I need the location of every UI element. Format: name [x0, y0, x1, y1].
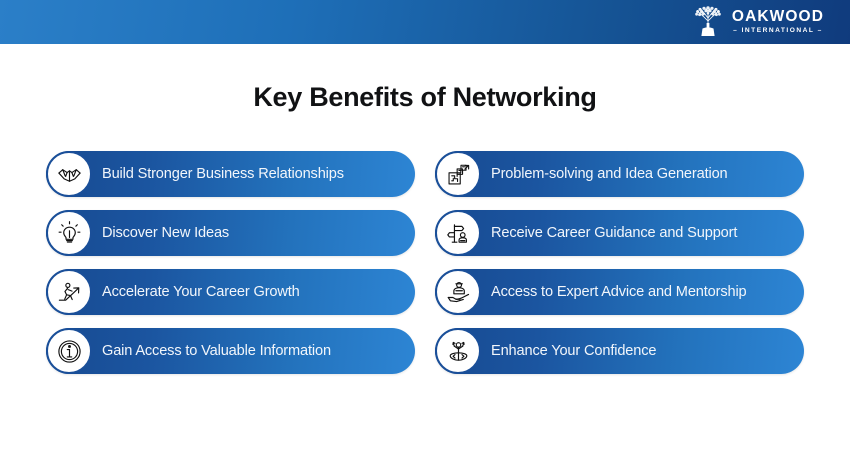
signpost-guidance-icon — [435, 210, 481, 256]
benefit-item-receive-career-guidance-and-support[interactable]: Receive Career Guidance and Support — [435, 210, 804, 256]
puzzle-arrow-icon — [435, 151, 481, 197]
benefit-label: Accelerate Your Career Growth — [102, 284, 300, 300]
header-bar: OAKWOOD – INTERNATIONAL – — [0, 0, 850, 44]
benefit-item-build-stronger-business-relationships[interactable]: Build Stronger Business Relationships — [46, 151, 415, 197]
career-growth-arrow-icon — [46, 269, 92, 315]
benefit-item-access-to-expert-advice-and-mentorship[interactable]: Access to Expert Advice and Mentorship — [435, 269, 804, 315]
benefit-item-gain-access-to-valuable-information[interactable]: Gain Access to Valuable Information — [46, 328, 415, 374]
benefits-column-left: Build Stronger Business Relationships Di… — [46, 151, 415, 374]
benefit-label: Problem-solving and Idea Generation — [491, 166, 728, 182]
benefit-item-enhance-your-confidence[interactable]: Enhance Your Confidence — [435, 328, 804, 374]
benefit-label: Build Stronger Business Relationships — [102, 166, 344, 182]
benefit-item-accelerate-your-career-growth[interactable]: Accelerate Your Career Growth — [46, 269, 415, 315]
handshake-icon — [46, 151, 92, 197]
lightbulb-icon — [46, 210, 92, 256]
oak-tree-icon — [691, 6, 725, 38]
benefit-label: Gain Access to Valuable Information — [102, 343, 331, 359]
benefit-item-discover-new-ideas[interactable]: Discover New Ideas — [46, 210, 415, 256]
logo-name: OAKWOOD — [731, 7, 824, 25]
benefit-label: Receive Career Guidance and Support — [491, 225, 738, 241]
logo-subtitle: – INTERNATIONAL – — [733, 27, 823, 35]
oakwood-logo[interactable]: OAKWOOD – INTERNATIONAL – — [691, 6, 824, 38]
hand-mentorship-icon — [435, 269, 481, 315]
benefit-label: Access to Expert Advice and Mentorship — [491, 284, 747, 300]
information-icon — [46, 328, 92, 374]
page-title: Key Benefits of Networking — [253, 82, 597, 112]
benefits-column-right: Problem-solving and Idea Generation Rece… — [435, 151, 804, 374]
benefit-item-problem-solving-and-idea-generation[interactable]: Problem-solving and Idea Generation — [435, 151, 804, 197]
confidence-person-icon — [435, 328, 481, 374]
benefit-label: Enhance Your Confidence — [491, 343, 657, 359]
benefits-grid: Build Stronger Business Relationships Di… — [0, 151, 850, 374]
benefit-label: Discover New Ideas — [102, 225, 230, 241]
